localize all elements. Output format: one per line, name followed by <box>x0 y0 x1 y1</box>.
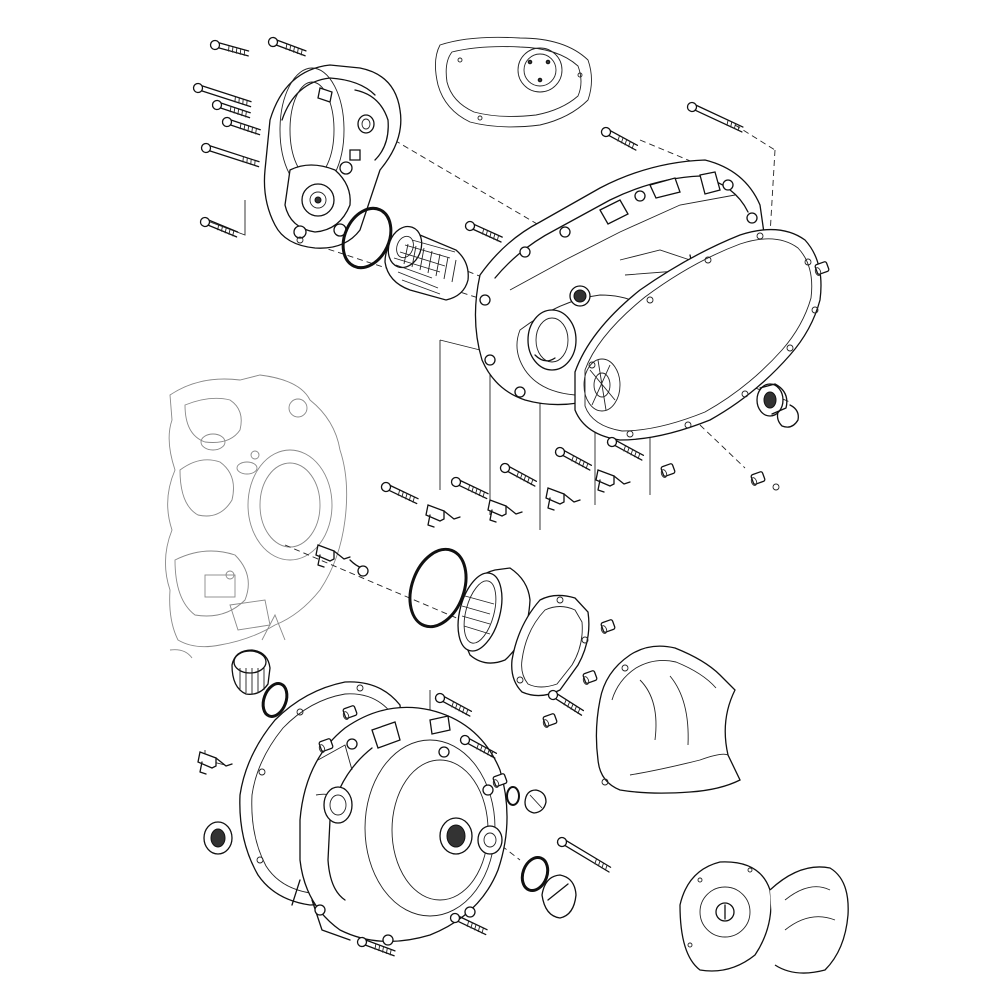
oil-seal <box>756 383 788 417</box>
engine-case-ghost <box>165 374 348 659</box>
pulser-cover <box>457 567 531 664</box>
oil-filter-element <box>384 225 469 301</box>
inset-view-clutch-cover <box>435 36 592 128</box>
circlip <box>772 404 799 491</box>
oil-filler-cap <box>231 649 271 695</box>
crankcase-cover-bolt <box>378 435 647 505</box>
o-ring <box>341 206 393 270</box>
inset-view-generator-cover <box>679 861 849 974</box>
pulser-cover-outer <box>595 645 741 794</box>
oil-filler-cap-o-ring <box>261 682 289 718</box>
generator-cover <box>291 706 508 946</box>
pulser-cover-o-ring <box>408 547 468 629</box>
clutch-cover-gasket <box>574 228 822 441</box>
wire-clamp <box>315 469 631 577</box>
pulser-cover-gasket <box>511 594 590 697</box>
timing-inspection-plug <box>203 786 577 919</box>
oil-pump-cover <box>263 64 402 249</box>
